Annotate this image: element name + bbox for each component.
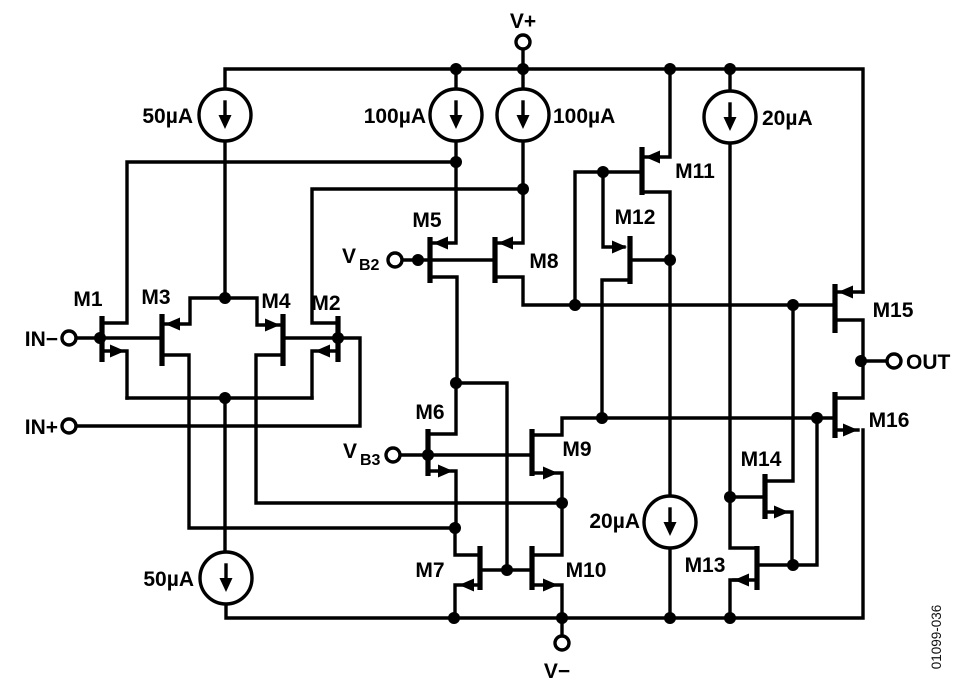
vb2-sub-label: B2 (359, 257, 380, 274)
figure-id-watermark: 01099-036 (929, 605, 944, 670)
wire-m4-drain (254, 353, 564, 505)
current-source-20ua-mid (642, 494, 698, 550)
wire-m1-drain (100, 160, 458, 325)
cs50top-label: 50µA (142, 105, 193, 128)
m13-arrow (734, 573, 749, 587)
vplus-label: V+ (510, 10, 536, 33)
m2-arrow (315, 344, 330, 358)
cs100right-label: 100µA (553, 105, 615, 128)
out-label: OUT (906, 351, 951, 374)
wire-m3-drain (160, 353, 457, 530)
m5-arrow (433, 236, 448, 250)
wire-top-rail (223, 67, 865, 294)
m1-label: M1 (73, 288, 102, 311)
m3-arrow (165, 317, 180, 331)
m1-arrow (110, 344, 125, 358)
inplus-terminal (60, 417, 78, 435)
wire-m2-drain (310, 187, 525, 325)
current-source-50ua-top (197, 87, 253, 143)
m10-arrow (543, 578, 558, 592)
m16-label: M16 (869, 409, 910, 432)
wire-in-plus (74, 336, 362, 428)
wire-m9-drain (530, 416, 834, 437)
m4-arrow (265, 318, 280, 332)
terminals (60, 33, 903, 652)
m11-label: M11 (675, 160, 715, 183)
m11-arrow (645, 150, 660, 164)
m10-label: M10 (566, 559, 607, 582)
m9-arrow (543, 466, 558, 480)
wire-cs20top (728, 141, 759, 550)
current-sources (197, 87, 758, 606)
wire-bottom-rail (224, 428, 865, 620)
vb3-terminal (384, 446, 402, 464)
m16-arrow (843, 423, 858, 437)
m13-label: M13 (685, 554, 726, 577)
m4-label: M4 (261, 290, 290, 313)
inminus-label: IN− (25, 328, 58, 351)
wire-m11-gate (573, 170, 641, 307)
m8-label: M8 (529, 250, 558, 273)
vb2-label: V (342, 245, 356, 268)
transistor-arrows (110, 150, 858, 592)
vminus-label: V− (544, 660, 570, 683)
cs100left-label: 100µA (364, 105, 426, 128)
labels: V+ V− IN− IN+ OUT V B2 V B3 50µA 100µA 1… (25, 10, 951, 683)
m15-label: M15 (873, 299, 914, 322)
m9-label: M9 (562, 438, 591, 461)
m6-arrow (438, 464, 453, 478)
vminus-terminal (553, 634, 571, 652)
current-source-100ua-right (495, 87, 551, 143)
vb3-label: V (343, 440, 357, 463)
current-source-100ua-left (428, 87, 484, 143)
cs20mid-label: 20µA (589, 510, 640, 533)
current-source-50ua-bottom (198, 550, 254, 606)
wires (74, 47, 889, 638)
m7-label: M7 (415, 559, 444, 582)
current-source-20ua-top (702, 89, 758, 145)
m5-label: M5 (412, 209, 441, 232)
m8-arrow (498, 236, 513, 250)
m12-label: M12 (615, 206, 656, 229)
transistor-bars (99, 147, 838, 590)
inminus-terminal (60, 329, 78, 347)
m7-arrow (459, 578, 474, 592)
out-terminal (885, 352, 903, 370)
wire-secondstage-link (454, 381, 509, 572)
m15-arrow (838, 285, 853, 299)
junction-dots (94, 63, 867, 624)
m12-arrow (612, 240, 627, 254)
m14-label: M14 (741, 448, 782, 471)
vb3-sub-label: B3 (360, 452, 381, 469)
vplus-terminal (514, 33, 532, 51)
inplus-label: IN+ (25, 416, 58, 439)
m2-label: M2 (311, 292, 340, 315)
m6-label: M6 (415, 401, 444, 424)
cs50bottom-label: 50µA (143, 568, 194, 591)
wire-cascode-node (493, 275, 834, 307)
cs20top-label: 20µA (762, 107, 813, 130)
m14-arrow (774, 505, 789, 519)
m3-label: M3 (141, 286, 170, 309)
vb2-terminal (386, 251, 404, 269)
